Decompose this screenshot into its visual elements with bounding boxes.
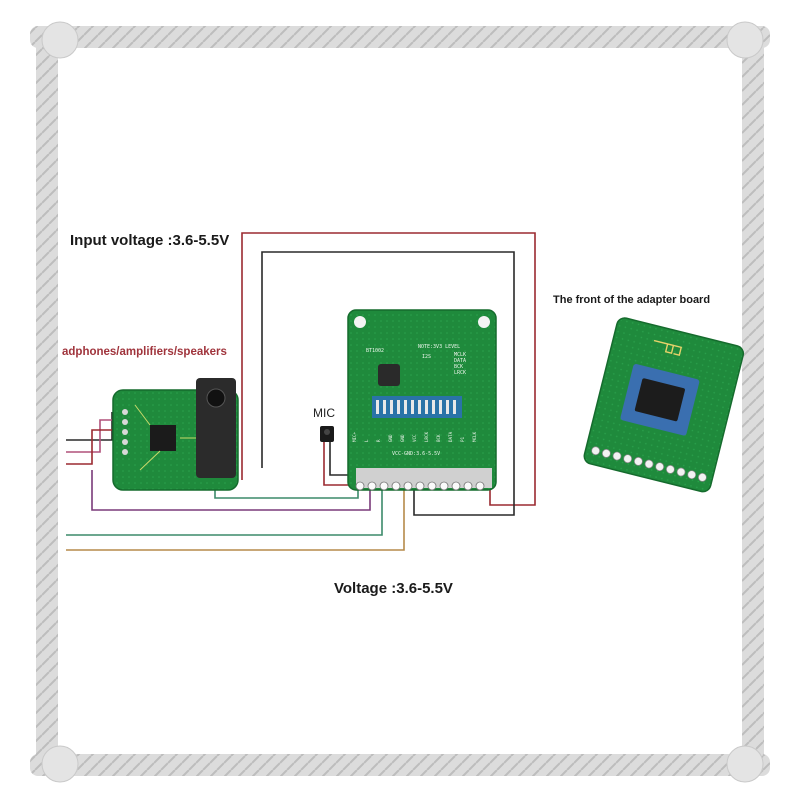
board-i2s-bck: BCK xyxy=(454,364,463,370)
board-model-text: BT1002 xyxy=(366,348,384,354)
board-pin-label: GND xyxy=(388,434,393,442)
wire-green xyxy=(66,486,383,536)
amplifier-board xyxy=(112,378,239,491)
board-pin-label: R xyxy=(376,439,381,442)
board-power-text: VCC-GND:3.6-5.5V xyxy=(392,451,440,457)
board-pin-label: P1 xyxy=(460,436,465,442)
board-pin-label: VCC xyxy=(412,434,417,442)
board-i2s-mclk: MCLK xyxy=(454,352,466,358)
wire-input-black xyxy=(261,251,515,516)
board-note-text: NOTE:3V3 LEVEL xyxy=(418,344,460,350)
wire-out-3 xyxy=(66,429,112,465)
wire-input-red xyxy=(241,232,536,506)
pin-header xyxy=(355,481,485,491)
adapter-front-label: The front of the adapter board xyxy=(553,294,711,306)
bt1002-main-board: BT1002 NOTE:3V3 LEVEL I2S MCLK DATA BCK … xyxy=(347,309,497,491)
decorative-frame xyxy=(30,21,770,783)
adapter-board-front xyxy=(583,317,745,493)
wire-mic-red xyxy=(323,440,350,486)
microphone-icon xyxy=(320,426,334,442)
wire-out-2 xyxy=(66,419,112,453)
board-pin-label: DATA xyxy=(448,431,453,442)
antenna-trace-icon xyxy=(653,339,683,356)
wire-purple xyxy=(91,470,371,511)
audio-jack-icon xyxy=(196,378,236,478)
voltage-label: Voltage :3.6-5.5V xyxy=(334,580,453,597)
input-voltage-label: Input voltage :3.6-5.5V xyxy=(70,232,230,249)
board-pin-label: GND xyxy=(400,434,405,442)
board-pin-label: LRCK xyxy=(424,431,429,442)
wire-orange xyxy=(66,486,405,551)
wires xyxy=(66,232,536,551)
board-i2s-text: I2S xyxy=(422,354,431,360)
board-pin-label: L xyxy=(364,439,369,442)
outputs-label: adphones/amplifiers/speakers xyxy=(62,346,227,358)
adapter-pin-header xyxy=(591,446,707,482)
mic-label: MIC xyxy=(313,406,335,420)
board-i2s-lrck: LRCK xyxy=(454,370,466,376)
board-pin-label: MIC+ xyxy=(352,431,357,442)
board-pin-label: BCK xyxy=(436,434,441,442)
board-pin-label: MCLK xyxy=(472,431,477,442)
board-i2s-data: DATA xyxy=(454,358,466,364)
wire-out-1 xyxy=(66,412,113,441)
